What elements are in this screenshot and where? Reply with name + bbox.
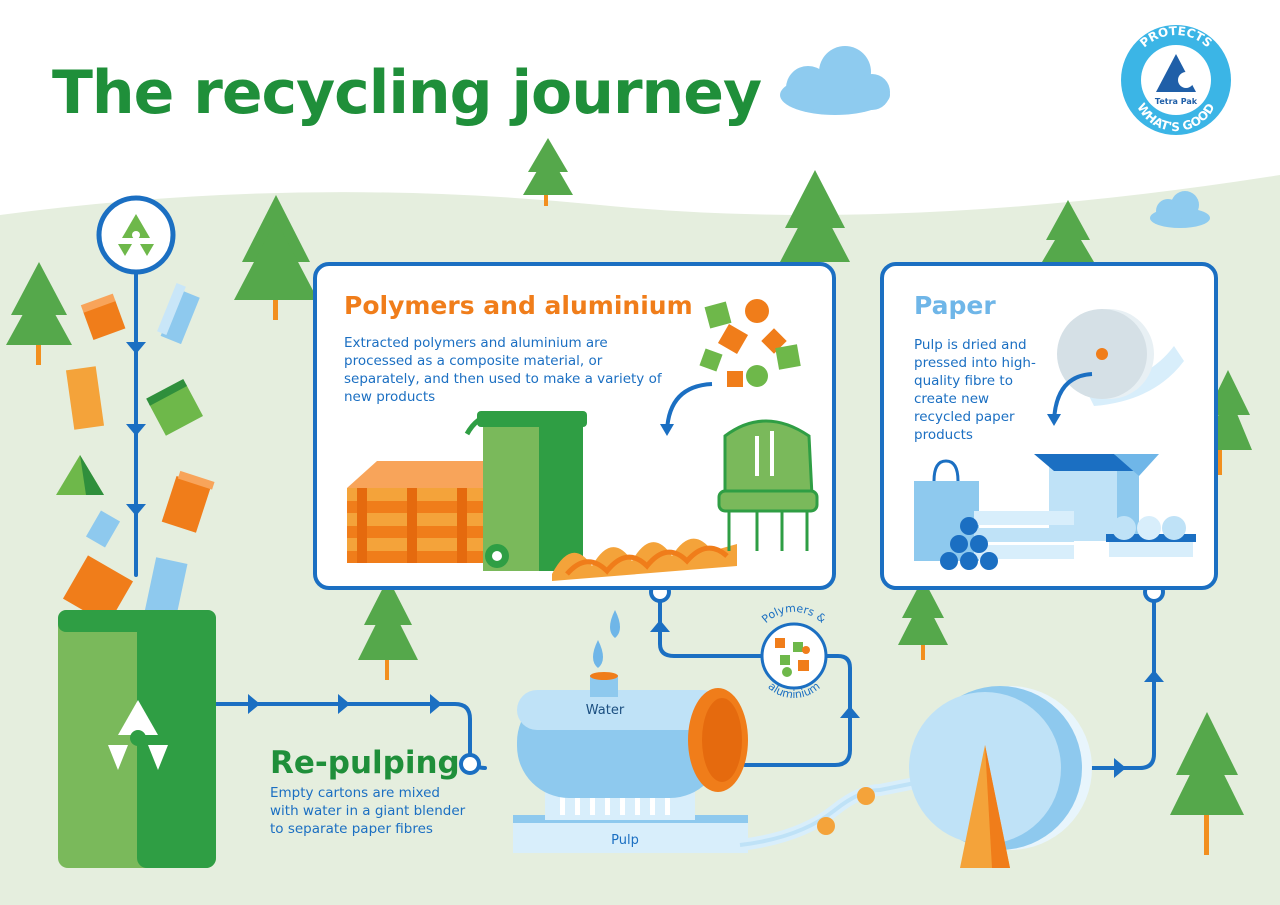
water-drop-icon (593, 610, 620, 668)
water-label: Water (586, 703, 625, 718)
paper-roll-machine (739, 686, 1092, 868)
pallet-icon (347, 461, 517, 563)
paper-bag-icon (914, 459, 979, 561)
polymer-pieces-icon (699, 299, 801, 387)
plastic-chair-icon (717, 419, 819, 551)
tree-icon (898, 578, 948, 660)
wheelie-bin-icon (464, 411, 587, 571)
tree-icon (1170, 712, 1244, 855)
recycle-icon (108, 700, 168, 770)
polymer-products-illustration (347, 299, 819, 581)
repulping-title: Re-pulping (270, 745, 460, 781)
badge-label-bottom: aluminium (766, 680, 823, 702)
pulp-label: Pulp (611, 833, 639, 848)
polymers-panel-description: Extracted polymers and aluminium are pro… (344, 335, 662, 405)
tree-icon (523, 138, 573, 206)
falling-cartons (56, 283, 215, 625)
logo-brand: Tetra Pak (1155, 97, 1198, 106)
polymers-panel: Polymers and aluminium Extracted polymer… (313, 262, 836, 590)
cloud-icon (780, 46, 890, 115)
blender-tank (513, 672, 748, 853)
paper-roll-icon (1057, 309, 1184, 406)
paper-panel-description: Pulp is dried and pressed into high-qual… (914, 337, 1036, 443)
tree-icon (234, 195, 318, 320)
polymers-panel-title: Polymers and aluminium (344, 291, 693, 320)
tetra-pak-logo: PROTECTS WHAT'S GOOD Tetra Pak (1121, 24, 1231, 135)
svg-text:aluminium: aluminium (766, 680, 823, 702)
tree-icon (780, 170, 850, 273)
page-title: The recycling journey (52, 58, 762, 128)
repulping-description: Empty cartons are mixed with water in a … (270, 785, 466, 837)
connector-node (459, 753, 481, 775)
paper-panel: Paper Pulp is dried and pressed into hig… (880, 262, 1218, 590)
egg-carton-icon (1106, 516, 1196, 557)
roof-tile-icon (552, 538, 737, 581)
flow-arrows (126, 342, 1164, 778)
tree-icon (1042, 200, 1094, 262)
paper-products-illustration (914, 309, 1196, 570)
paper-panel-title: Paper (914, 291, 996, 320)
tree-icon (6, 262, 72, 365)
cloud-icon (1150, 191, 1210, 228)
tree-icon (358, 578, 418, 680)
paper-tubes-icon (940, 511, 1074, 570)
polymers-badge (760, 622, 828, 690)
recycling-bin (58, 610, 216, 868)
recycle-icon (118, 214, 154, 256)
